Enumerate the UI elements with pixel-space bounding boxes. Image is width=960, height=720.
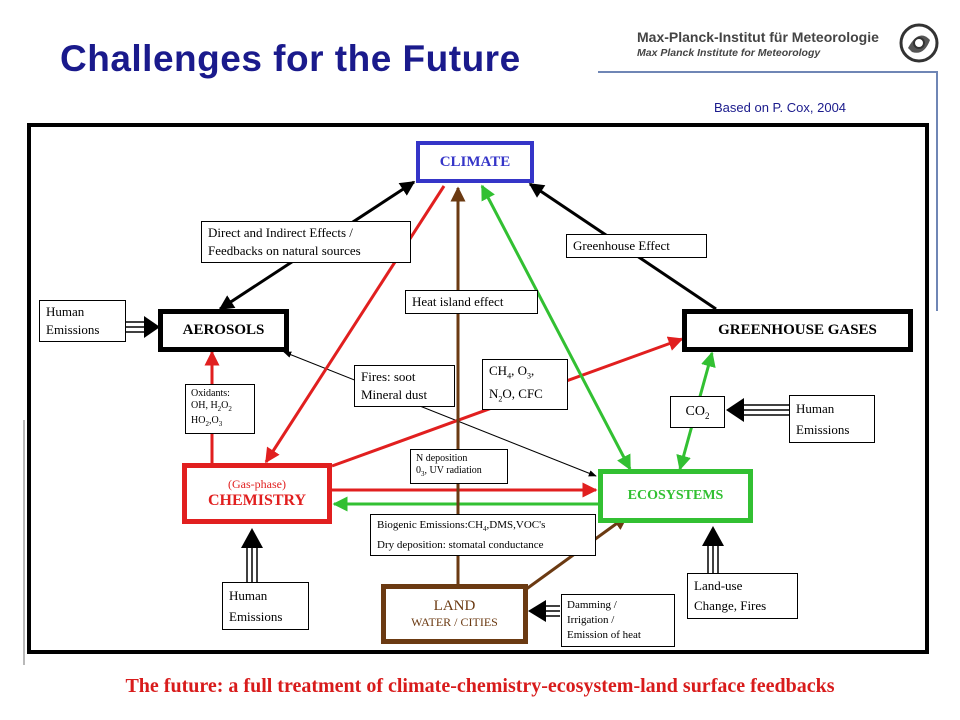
chemistry-node: (Gas-phase) CHEMISTRY — [182, 463, 332, 524]
direct-indirect-effects-label: Direct and Indirect Effects /Feedbacks o… — [201, 221, 411, 263]
diagram-frame — [27, 123, 929, 654]
damming-label: Damming /Irrigation /Emission of heat — [561, 594, 675, 647]
greenhouse-gases-node: GREENHOUSE GASES — [682, 309, 913, 352]
arrow-climate-chemistry — [264, 185, 446, 464]
heat-island-label: Heat island effect — [405, 290, 538, 314]
forcing-arrow-ecosystems — [702, 526, 724, 573]
greenhouse-gas-species-label: CH4, O3, N2O, CFC — [482, 359, 568, 411]
greenhouse-effect-label: Greenhouse Effect — [566, 234, 707, 258]
institute-logo — [899, 23, 939, 63]
climate-label: CLIMATE — [439, 153, 511, 170]
aerosols-node: AEROSOLS — [158, 309, 289, 352]
page-title: Challenges for the Future — [60, 38, 521, 79]
forcing-arrow-co2 — [726, 398, 790, 422]
climate-node: CLIMATE — [416, 141, 534, 183]
land-sub-label: WATER / CITIES — [411, 615, 498, 629]
footer-conclusion: The future: a full treatment of climate-… — [125, 675, 835, 697]
land-node: LAND WATER / CITIES — [381, 584, 528, 644]
land-label: LAND — [433, 598, 476, 614]
forcing-arrow-chemistry — [241, 528, 263, 583]
oxidants-label: Oxidants: OH, H2O2 HO2,O3 — [185, 384, 255, 434]
biogenic-emissions-label: Biogenic Emissions:CH4,DMS,VOC's Dry dep… — [370, 514, 596, 557]
co2-label: CO2 — [685, 403, 710, 421]
title-rule — [598, 71, 938, 73]
source-note: Based on P. Cox, 2004 — [714, 100, 847, 115]
right-rule — [936, 71, 938, 311]
arrow-ecosystems-climate — [480, 184, 632, 471]
left-rule — [23, 420, 25, 665]
co2-node: CO2 — [670, 396, 725, 428]
chemistry-label: CHEMISTRY — [207, 492, 307, 509]
institute-subtitle: Max Planck Institute for Meteorology — [637, 47, 821, 59]
ecosystems-label: ECOSYSTEMS — [627, 488, 724, 503]
n-deposition-label: N deposition 03, UV radiation — [410, 449, 508, 484]
greenhouse-gases-label: GREENHOUSE GASES — [718, 322, 877, 338]
forcing-arrow-land — [528, 600, 560, 622]
institute-name: Max-Planck-Institut für Meteorologie — [637, 29, 879, 45]
chemistry-sub-label: (Gas-phase) — [228, 477, 286, 491]
aerosols-label: AEROSOLS — [182, 322, 265, 338]
ecosystems-node: ECOSYSTEMS — [598, 469, 753, 523]
